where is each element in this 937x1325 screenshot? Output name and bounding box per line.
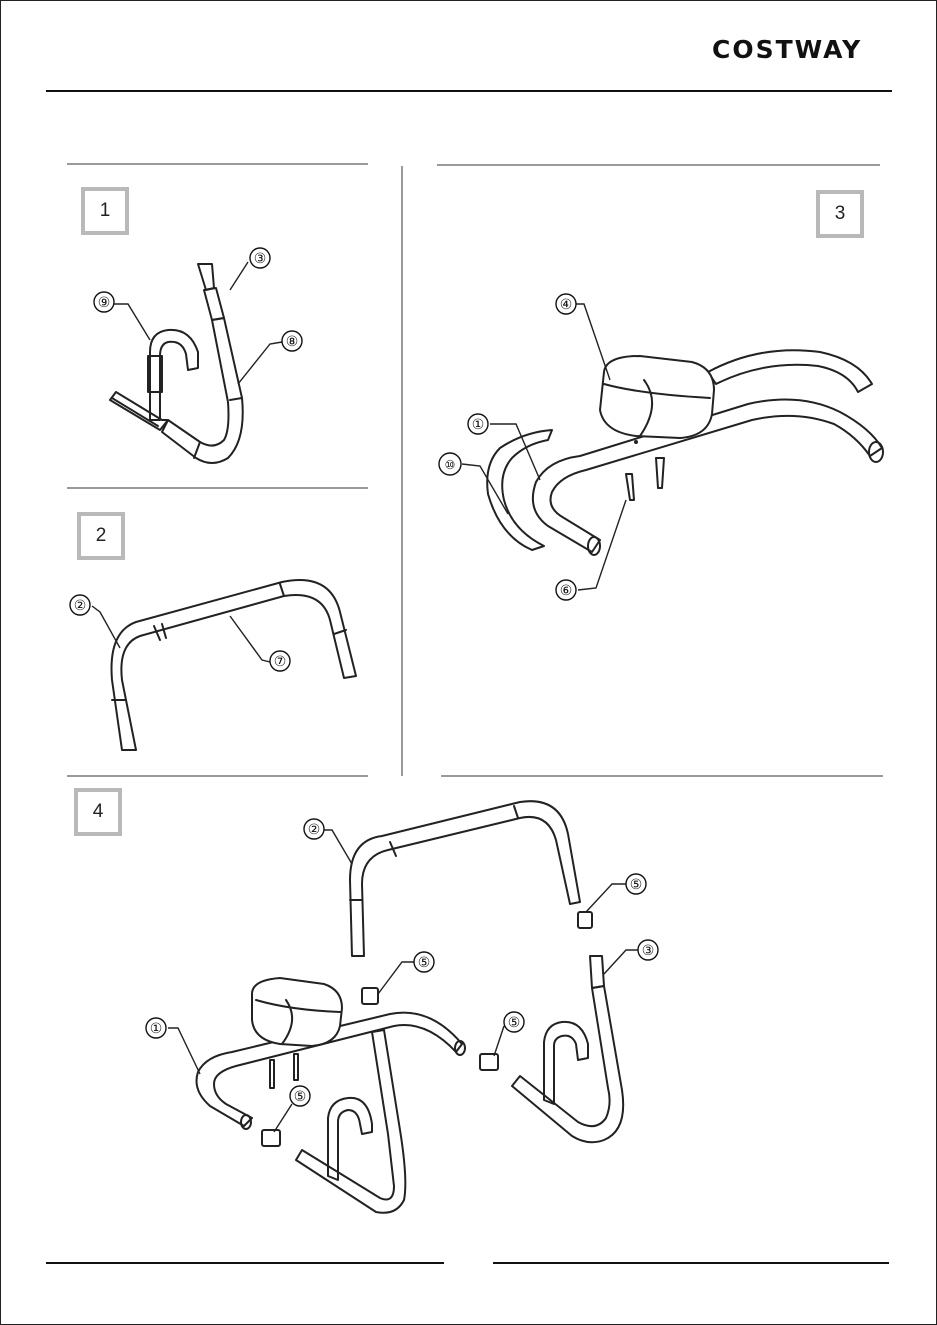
step4-callout-2: ② <box>308 822 321 838</box>
step4-callout-5-right: ⑤ <box>630 877 643 893</box>
step4-callout-1: ① <box>150 1021 163 1037</box>
step4-callout-5-mid: ⑤ <box>508 1015 521 1031</box>
step4-callout-5-center: ⑤ <box>418 955 431 971</box>
footer-rule-right <box>493 1262 889 1264</box>
footer-rule-left <box>46 1262 444 1264</box>
step4-callout-3: ③ <box>642 943 655 959</box>
step4-callout-5-left: ⑤ <box>294 1089 307 1105</box>
